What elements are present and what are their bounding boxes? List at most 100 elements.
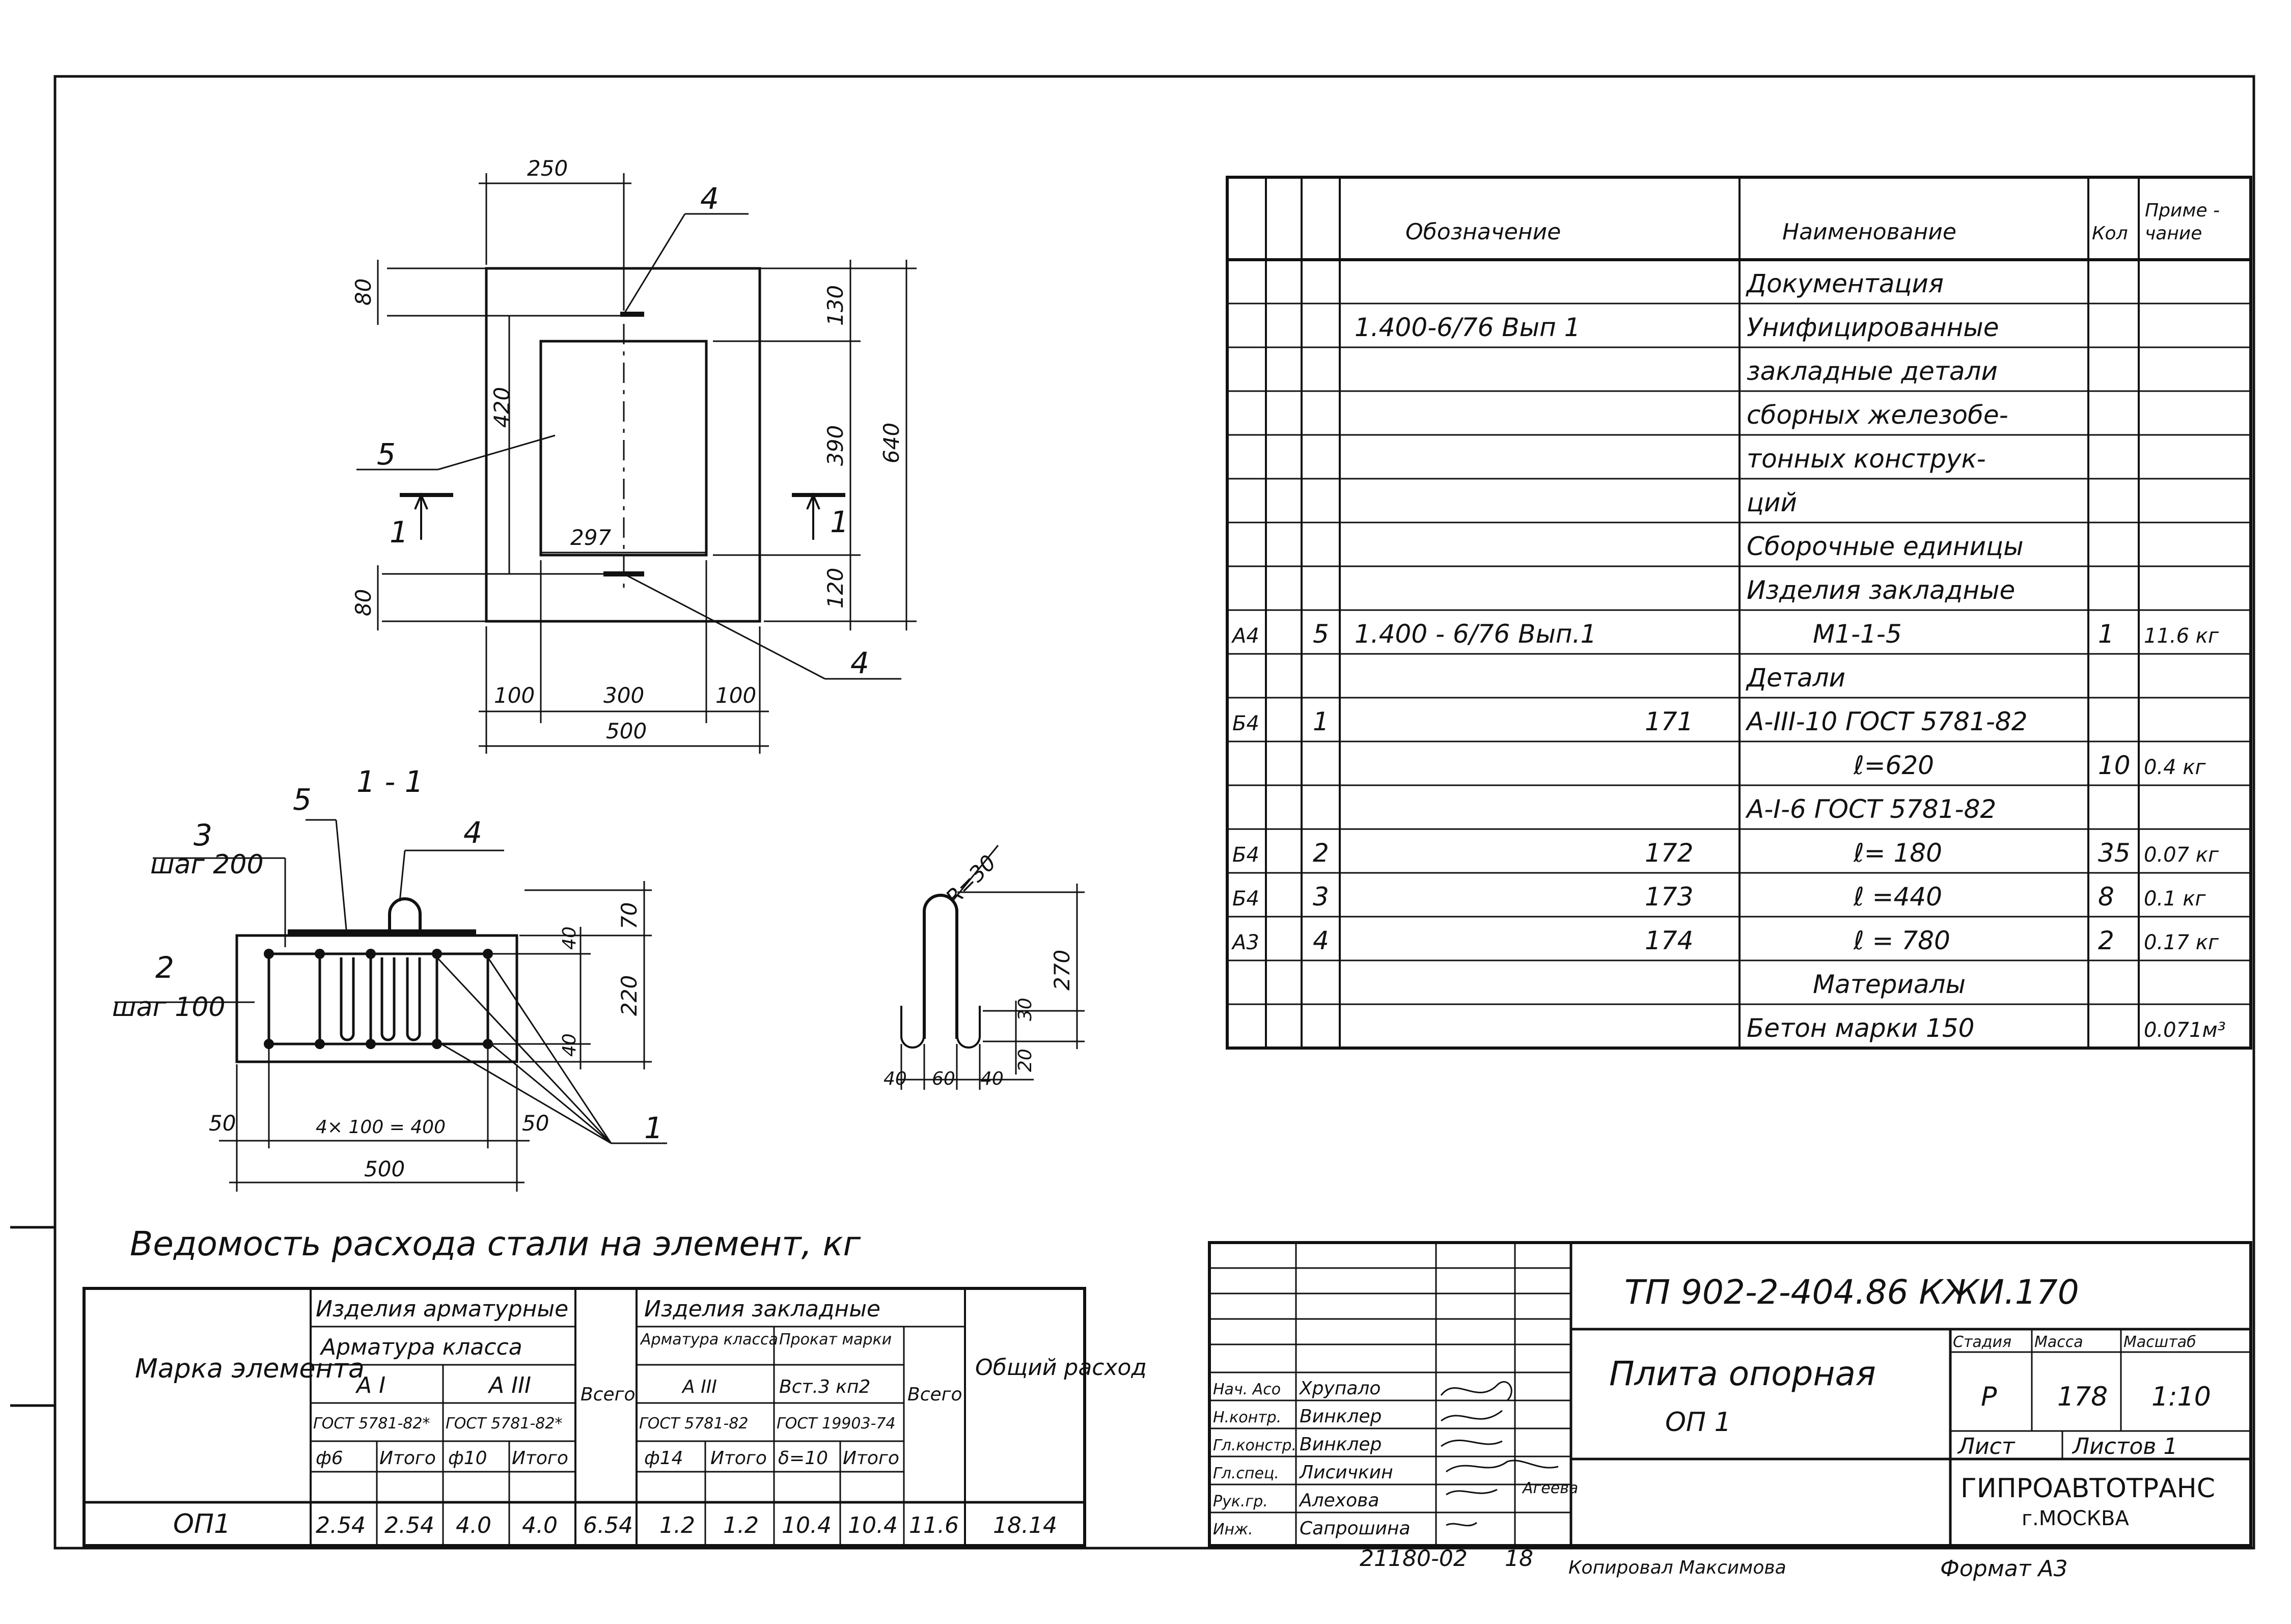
spec-header-note-2: чание: [2145, 223, 2202, 244]
dim-420: 420: [489, 387, 514, 428]
steel-h-embed-rebar: Арматура класса: [640, 1331, 778, 1348]
steel-table-title: Ведомость расхода стали на элемент, кг: [130, 1224, 861, 1263]
signer-role: Гл.спец.: [1213, 1465, 1279, 1482]
steel-h-aiii-2: А III: [681, 1377, 717, 1397]
callout-4-section: 4: [463, 815, 482, 850]
steel-table-grid: [82, 1287, 1086, 1547]
spec-cell-pos: 4: [1313, 926, 1329, 955]
section-rebar-dots: [264, 949, 493, 1049]
spec-cell-designation: 171: [1645, 707, 1693, 736]
section-title: 1 - 1: [356, 764, 424, 799]
spec-cell-name: Материалы: [1813, 970, 1966, 999]
steel-h-vst: Вст.3 кп2: [779, 1377, 870, 1397]
spec-cell-name: ℓ= 180: [1853, 838, 1942, 868]
spec-header-designation: Обозначение: [1405, 219, 1561, 245]
doc-name-1: Плита опорная: [1609, 1354, 1876, 1393]
spec-header-note-1: Приме -: [2145, 200, 2220, 221]
spec-cell-designation: 1.400 - 6/76 Вып.1: [1355, 619, 1596, 649]
tb-mass: 178: [2057, 1382, 2108, 1412]
callout-2: 2: [155, 950, 174, 985]
steel-h-mark: Марка элемента: [135, 1354, 365, 1384]
steel-h-total-b: Итого: [512, 1448, 568, 1469]
steel-h-f10: ф10: [448, 1448, 487, 1469]
dim-40-a: 40: [884, 1068, 907, 1089]
plan-view: [356, 173, 917, 754]
tb-scale: 1:10: [2151, 1382, 2211, 1412]
spec-cell-name: М1-1-5: [1813, 619, 1902, 649]
title-block-labels: ТП 902-2-404.86 КЖИ.170 Плита опорная ОП…: [1522, 1273, 2215, 1530]
dim-100-right: 100: [715, 683, 756, 708]
title-block-grid: [1208, 1241, 2252, 1547]
spec-cell-name: А-III-10 ГОСТ 5781-82: [1745, 707, 2028, 736]
hook-detail: [896, 845, 1085, 1090]
callout-2-note: шаг 100: [112, 992, 226, 1023]
spec-cell-pos: 5: [1313, 619, 1329, 649]
signer-name: Хрупало: [1299, 1378, 1381, 1399]
spec-cell-designation: 174: [1645, 926, 1693, 955]
dim-50-right: 50: [522, 1111, 549, 1136]
steel-h-all-2: Всего: [907, 1384, 962, 1405]
spec-cell-zone: Б4: [1232, 843, 1259, 867]
signer-role: Нач. Асо: [1213, 1381, 1281, 1398]
callout-1: 1: [644, 1111, 663, 1145]
steel-h-gost-ai: ГОСТ 5781-82*: [313, 1415, 430, 1433]
signature-scribbles: [1440, 1381, 1559, 1527]
spec-cell-zone: А4: [1231, 624, 1259, 648]
doc-code: ТП 902-2-404.86 КЖИ.170: [1624, 1273, 2079, 1312]
dim-20: 20: [1015, 1049, 1036, 1072]
spec-cell-note: 0.4 кг: [2144, 756, 2206, 779]
callout-4-bottom: 4: [850, 646, 869, 680]
dim-30: 30: [1015, 998, 1036, 1021]
section-labels: 1 - 1 3 шаг 200 5 4 2 шаг 100 1 70 40 22…: [112, 764, 663, 1181]
dim-250: 250: [527, 156, 568, 181]
signer-role: Рук.гр.: [1213, 1493, 1268, 1510]
signer-role: Инж.: [1213, 1521, 1253, 1538]
section-mark-left: 1: [390, 515, 408, 549]
spec-cell-pos: 2: [1313, 838, 1329, 868]
spec-cell-name: А-I-6 ГОСТ 5781-82: [1745, 794, 1996, 824]
footer-copied: Копировал Максимова: [1568, 1557, 1786, 1578]
sheet-frame: [53, 75, 2255, 1550]
spec-cell-name: Бетон марки 150: [1747, 1013, 1975, 1043]
callout-3-note: шаг 200: [150, 849, 264, 880]
spec-cell-name: Унифицированные: [1747, 313, 1999, 342]
dim-40-b: 40: [980, 1068, 1004, 1089]
steel-h-d10: δ=10: [778, 1448, 828, 1469]
callout-5: 5: [377, 437, 396, 472]
tb-sign-note: Агеева: [1522, 1479, 1578, 1497]
spec-cell-name: ций: [1747, 488, 1797, 517]
callout-4-top: 4: [700, 181, 719, 216]
spec-cell-name: закладные детали: [1747, 356, 1998, 386]
spec-cell-qty: 8: [2098, 882, 2114, 912]
dim-50-left: 50: [209, 1111, 236, 1136]
tb-h-scale: Масштаб: [2123, 1333, 2196, 1351]
signer-name: Лисичкин: [1299, 1462, 1393, 1483]
dim-300: 300: [603, 683, 644, 708]
footer-page: 18: [1505, 1546, 1533, 1572]
tb-h-stage: Стадия: [1953, 1333, 2011, 1351]
dim-r30: R=30: [941, 850, 1001, 910]
spec-cell-designation: 173: [1645, 882, 1693, 912]
steel-row-v6: 1.2: [659, 1512, 695, 1538]
spec-cell-name: Детали: [1746, 663, 1845, 693]
spec-cell-qty: 10: [2098, 751, 2131, 780]
steel-h-aiii: А III: [487, 1372, 531, 1398]
spec-cell-name: ℓ = 780: [1853, 926, 1950, 955]
steel-row-mark: ОП1: [173, 1509, 231, 1539]
spec-cell-pos: 3: [1313, 882, 1329, 912]
spec-cell-name: Документация: [1746, 269, 1944, 298]
spec-table-grid: [1226, 176, 2252, 1050]
steel-h-gost-e2: ГОСТ 19903-74: [777, 1415, 896, 1433]
steel-row-v11: 18.14: [993, 1512, 1057, 1538]
dim-120: 120: [823, 568, 848, 609]
dim-640: 640: [879, 423, 904, 463]
spec-cell-note: 0.071м³: [2144, 1019, 2226, 1042]
tb-sheet: Лист: [1957, 1434, 2016, 1460]
spec-cell-qty: 35: [2098, 838, 2131, 868]
steel-row-v3: 4.0: [456, 1512, 491, 1538]
spec-header-qty: Кол: [2092, 223, 2128, 244]
tb-city: г.МОСКВА: [2022, 1507, 2129, 1530]
steel-row-v8: 10.4: [782, 1512, 832, 1538]
spec-cell-qty: 1: [2098, 619, 2114, 649]
